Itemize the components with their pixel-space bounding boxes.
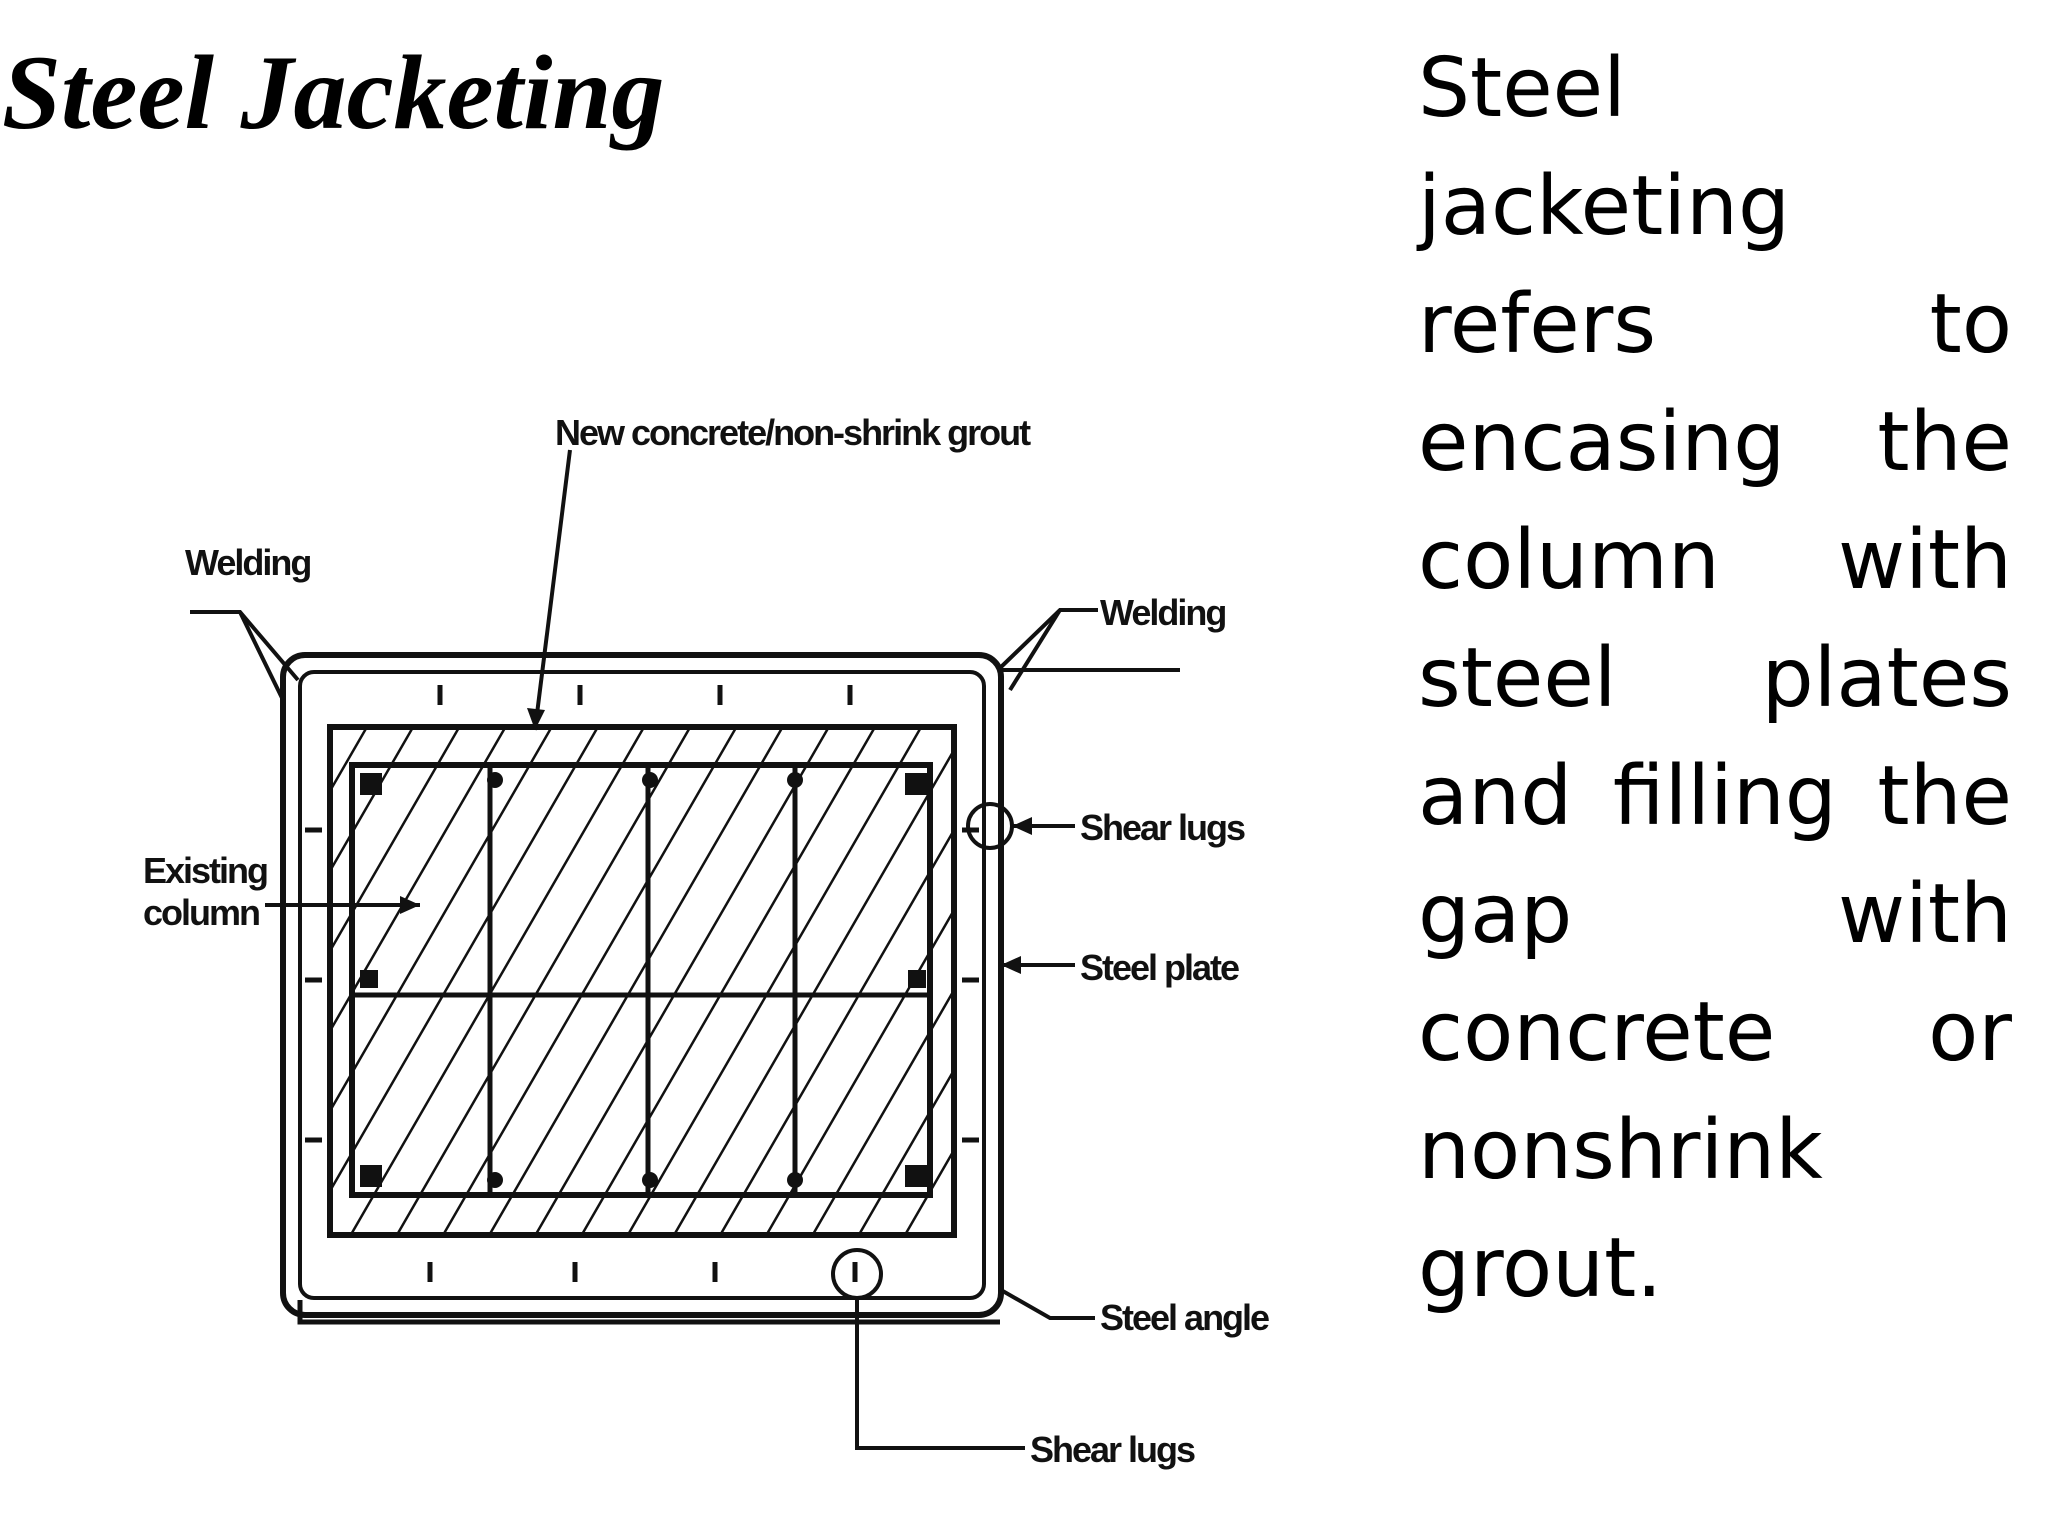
label-grout: New concrete/non-shrink grout [555,412,1031,453]
steel-plate-inner [298,670,986,1300]
existing-column-hatch [330,727,954,1235]
leader-arrowheads [400,708,1032,974]
slide-title: Steel Jacketing [2,34,665,151]
grout-boundary [327,724,957,1238]
label-shear-lugs-bottom: Shear lugs [1030,1429,1195,1470]
existing-column [349,762,933,1198]
reinforcement-lines [352,765,930,1195]
label-welding-left: Welding [185,542,310,583]
shear-lug-callout-right [966,802,1014,850]
leader-lines [190,449,1180,1450]
steel-angle [297,1300,1000,1325]
label-column: column [143,892,259,933]
rebar-marks [360,772,927,1188]
steel-jacketing-diagram: New concrete/non-shrink grout Welding We… [143,412,1271,1470]
shear-lug-ticks [305,685,979,1282]
description-text: Steel jacketing refers to encasing the c… [1418,41,2012,1316]
label-existing: Existing [143,850,267,891]
steel-plate-outer [280,652,1004,1318]
label-steel-angle: Steel angle [1100,1297,1269,1338]
label-steel-plate: Steel plate [1080,947,1239,988]
label-shear-lugs-right: Shear lugs [1080,807,1245,848]
label-welding-right: Welding [1100,592,1225,633]
